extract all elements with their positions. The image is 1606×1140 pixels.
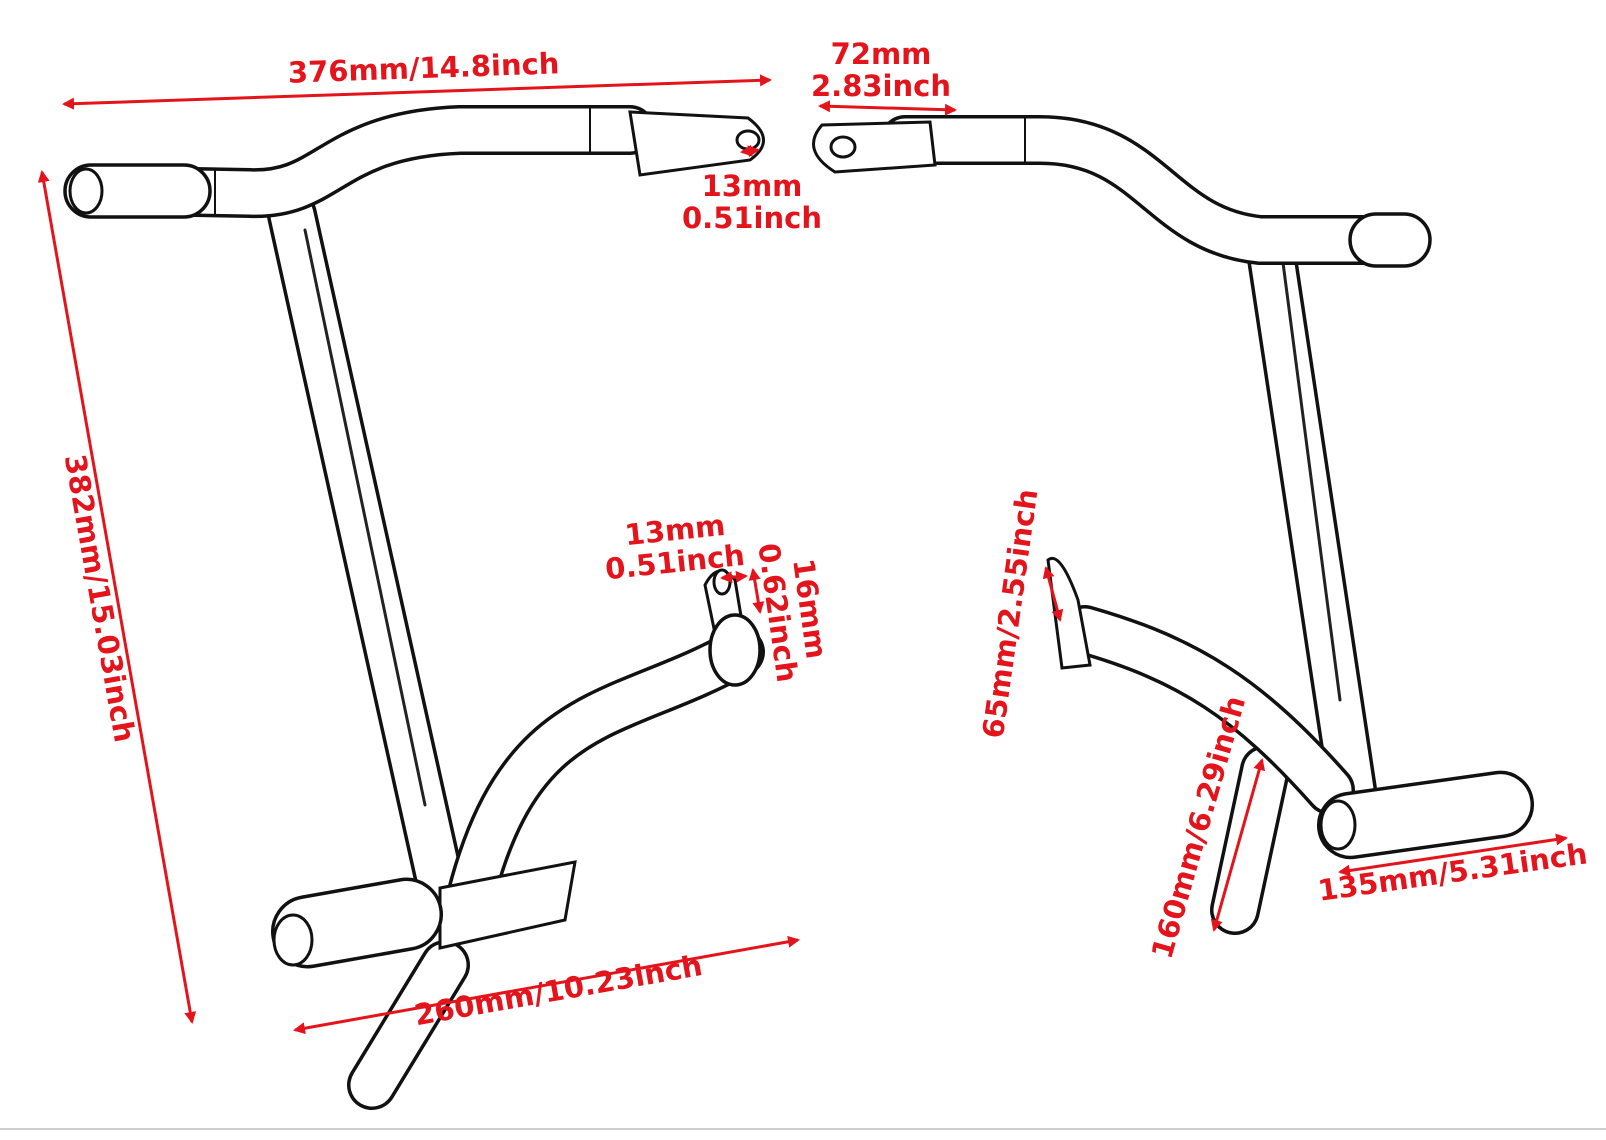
right-tab-length-label: 65mm/2.55inch (976, 487, 1045, 741)
top-hole-mm-label: 13mm (702, 169, 803, 203)
bottom-divider (0, 1128, 1606, 1130)
right-gap-mm-label: 72mm (831, 37, 932, 71)
left-height-label: 382mm/15.03inch (58, 452, 142, 745)
top-hole-inch-label: 0.51inch (682, 201, 822, 235)
left-crash-bar (63, 105, 765, 1110)
right-gap-inch-label: 2.83inch (811, 69, 951, 103)
dimension-lines (37, 74, 1568, 1035)
top-width-label: 376mm/14.8inch (287, 46, 560, 89)
right-crash-bar (812, 115, 1535, 935)
